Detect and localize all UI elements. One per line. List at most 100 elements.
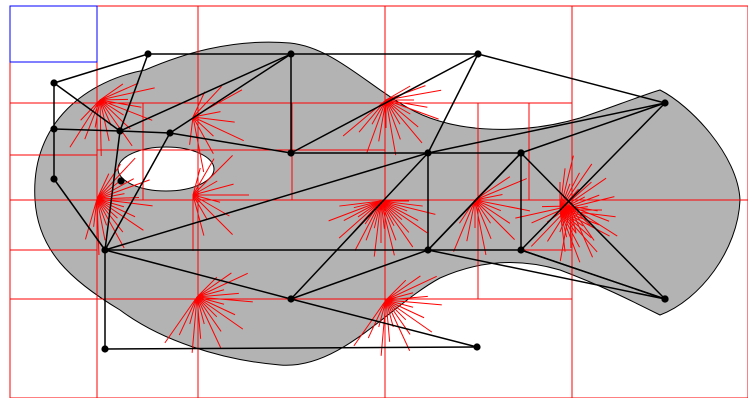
ray [196, 296, 205, 325]
visibility-ray-fans [69, 82, 618, 356]
ray [559, 196, 586, 211]
ray [380, 200, 428, 234]
ray [96, 179, 150, 200]
ray [380, 200, 419, 221]
ray [385, 99, 411, 115]
mesh-edge [104, 346, 478, 350]
mesh-edge [119, 53, 292, 132]
hole-in-shape [117, 146, 215, 192]
ray [338, 200, 382, 239]
ray [99, 99, 142, 108]
ray [192, 194, 208, 220]
ray [385, 99, 401, 140]
mesh-edge [427, 152, 522, 251]
ray [559, 206, 588, 211]
ray [196, 296, 253, 303]
ray [192, 167, 201, 196]
mesh-edge [104, 152, 429, 251]
ray [380, 200, 414, 248]
ray [559, 209, 616, 218]
ray [559, 209, 598, 253]
ray [559, 177, 607, 211]
ray [84, 198, 98, 240]
mesh-edge [119, 53, 149, 132]
mesh-edge [290, 152, 429, 300]
ray [559, 209, 610, 237]
ray [385, 299, 394, 328]
ray [192, 116, 214, 137]
ray [385, 85, 411, 101]
ray [96, 198, 108, 226]
ray [96, 193, 125, 200]
ray [99, 99, 112, 126]
mesh-node [474, 50, 482, 58]
ray [192, 194, 230, 217]
mesh-edge [427, 249, 666, 300]
ray [569, 205, 591, 226]
ray [357, 200, 382, 218]
ray [99, 99, 124, 116]
ray [474, 199, 515, 240]
ray [192, 116, 205, 173]
ray [474, 199, 502, 212]
ray [96, 197, 139, 200]
ray [365, 200, 382, 241]
ray [339, 200, 382, 207]
mesh-edge [53, 178, 106, 251]
mesh-edge [104, 249, 292, 300]
mesh-node [287, 295, 295, 303]
ray [353, 200, 382, 209]
ray [96, 198, 144, 231]
ray [474, 194, 503, 201]
mesh-edge [520, 102, 666, 154]
ray [373, 200, 382, 229]
ray [569, 205, 577, 234]
ray [353, 299, 387, 347]
ray [196, 296, 222, 348]
ray [192, 155, 233, 196]
ray-fan [342, 85, 442, 156]
ray-fan [69, 82, 155, 156]
mesh-edge [477, 53, 666, 104]
ray [192, 85, 223, 118]
ray [192, 116, 244, 142]
ray [559, 168, 566, 211]
ray [192, 183, 234, 196]
ray [378, 99, 387, 142]
mesh-node [166, 129, 174, 137]
ray [385, 99, 397, 156]
ray [559, 209, 568, 238]
mesh-node [424, 149, 432, 157]
ray [96, 181, 120, 200]
mesh-node [50, 125, 58, 133]
ray-fan [192, 155, 249, 251]
mesh-node [287, 50, 295, 58]
ray [385, 295, 428, 301]
ray [96, 157, 136, 200]
ray [385, 99, 423, 144]
ray [559, 209, 580, 248]
ray [192, 180, 218, 196]
ray [380, 200, 395, 256]
ray [93, 198, 98, 227]
mesh-edge [53, 128, 121, 132]
mesh-node [661, 295, 669, 303]
ray [569, 205, 594, 258]
ray [559, 209, 592, 239]
ray [559, 194, 600, 211]
ray [192, 111, 221, 118]
ray [380, 200, 395, 227]
ray [453, 199, 476, 252]
ray [328, 200, 382, 222]
ray [385, 299, 442, 306]
highlighted-cell [9, 5, 98, 63]
ray [373, 200, 382, 257]
mesh-node [517, 246, 525, 254]
ray [99, 82, 139, 101]
ray [380, 200, 410, 233]
ray [192, 91, 206, 118]
ray [192, 194, 221, 203]
ray [196, 272, 248, 298]
